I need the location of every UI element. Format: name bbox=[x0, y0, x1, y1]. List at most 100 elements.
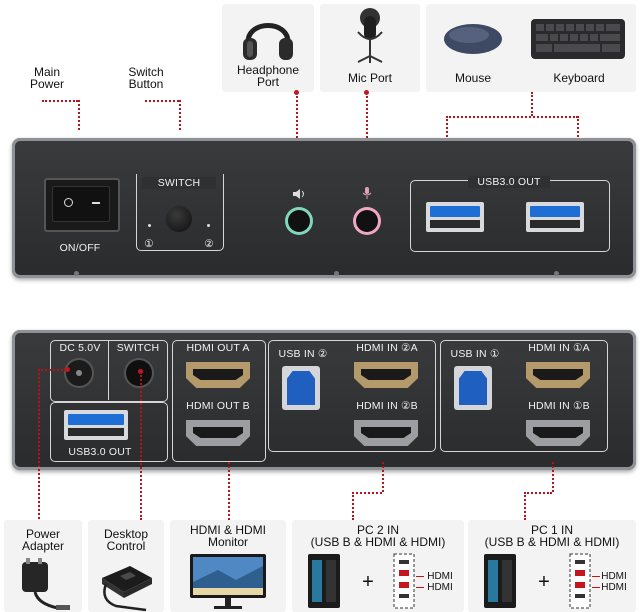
headphone-jack[interactable] bbox=[288, 210, 310, 232]
on-off-label: ON/OFF bbox=[59, 242, 101, 254]
leader-mic bbox=[366, 92, 368, 170]
power-adapter-label: Power Adapter bbox=[21, 527, 65, 553]
headphone-card: Headphone Port bbox=[222, 4, 314, 92]
pc2-frame bbox=[268, 340, 436, 452]
pc1-frame bbox=[440, 340, 608, 452]
power-adapter-card: Power Adapter bbox=[4, 520, 82, 612]
usb-in-2-port[interactable] bbox=[282, 366, 320, 410]
leader-pc2-h bbox=[352, 492, 382, 494]
off-mark bbox=[64, 198, 73, 207]
mic-small-icon bbox=[362, 187, 372, 199]
leader-pc2-v2 bbox=[352, 492, 354, 520]
leader-usb-h bbox=[446, 116, 578, 118]
back-usb-out-label: USB3.0 OUT bbox=[68, 446, 132, 458]
pc2-hdmi-tag-1: HDMI bbox=[427, 571, 453, 582]
dc-jack[interactable] bbox=[66, 360, 92, 386]
leader-dc-h bbox=[38, 369, 66, 371]
back-usb-frame bbox=[50, 402, 168, 462]
power-adapter-icon bbox=[22, 558, 70, 610]
front-usb-port-1[interactable] bbox=[426, 202, 484, 232]
hdmi-in-2a-port[interactable] bbox=[354, 362, 418, 388]
leader-dc-v bbox=[38, 369, 40, 519]
back-usb-port[interactable] bbox=[64, 410, 128, 440]
pc2-mark: ② bbox=[204, 238, 214, 250]
leader-switch-h bbox=[145, 100, 179, 102]
led-pc1 bbox=[148, 224, 151, 227]
headphones-icon bbox=[243, 23, 293, 60]
pc1-in-label: PC 1 IN (USB B & HDMI & HDMI) bbox=[484, 523, 620, 549]
hdmi-out-b-port[interactable] bbox=[186, 420, 250, 446]
led-pc2 bbox=[207, 224, 210, 227]
back-switch-label: SWITCH bbox=[116, 342, 160, 354]
main-power-label: Main Power bbox=[29, 65, 64, 91]
back-panel: DC 5.0V SWITCH USB3.0 OUT HDMI OUT A HDM… bbox=[12, 330, 636, 470]
dc-label: DC 5.0V bbox=[59, 342, 101, 354]
mouse-label: Mouse bbox=[454, 71, 492, 85]
leader-pc1-h bbox=[524, 492, 552, 494]
front-panel: ON/OFF SWITCH ① ② USB3.0 OUT bbox=[12, 138, 636, 278]
hdmi-in-1b-port[interactable] bbox=[526, 420, 590, 446]
pc-tower-icon bbox=[308, 554, 340, 608]
pc2-hdmi-tag-2: HDMI bbox=[427, 582, 453, 593]
monitor-icon bbox=[190, 554, 266, 609]
leader-power-h bbox=[42, 100, 78, 102]
leader-headphone-dot bbox=[294, 90, 299, 95]
front-usb-port-2[interactable] bbox=[526, 202, 584, 232]
screw bbox=[74, 271, 79, 276]
microphone-icon bbox=[357, 8, 383, 63]
screw bbox=[554, 271, 559, 276]
switch-button[interactable] bbox=[166, 206, 192, 232]
leader-pc1-v2 bbox=[524, 492, 526, 520]
leader-headphone bbox=[296, 92, 298, 170]
pc1-card: PC 1 IN (USB B & HDMI & HDMI) + HDMI HDM… bbox=[468, 520, 636, 612]
speaker-icon bbox=[293, 189, 304, 199]
leader-pc2-v bbox=[382, 462, 384, 492]
usb-in-2-label: USB IN ② bbox=[278, 348, 328, 360]
hdmi-in-2b-label: HDMI IN ②B bbox=[356, 400, 418, 412]
screw bbox=[334, 271, 339, 276]
leader-desktop bbox=[140, 372, 142, 520]
keyboard-icon bbox=[531, 19, 625, 59]
hdmi-out-frame bbox=[172, 340, 266, 462]
leader-power-v bbox=[78, 100, 80, 130]
desktop-control-label: Desktop Control bbox=[103, 527, 149, 553]
pc2-card: PC 2 IN (USB B & HDMI & HDMI) + HDMI HDM… bbox=[292, 520, 464, 612]
keyboard-label: Keyboard bbox=[553, 71, 605, 85]
controller-icon bbox=[102, 566, 152, 612]
hdmi-in-1b-label: HDMI IN ①B bbox=[528, 400, 590, 412]
dc-switch-frame bbox=[50, 340, 168, 402]
pc-tower-icon bbox=[484, 554, 516, 608]
usb-in-1-label: USB IN ① bbox=[450, 348, 500, 360]
leader-pc1-v bbox=[552, 462, 554, 492]
power-switch[interactable] bbox=[44, 178, 120, 232]
leader-switch-dot bbox=[138, 369, 143, 374]
leader-switch-v bbox=[179, 100, 181, 130]
pc-rear-io-icon bbox=[393, 553, 415, 609]
mic-port-label: Mic Port bbox=[347, 71, 392, 85]
leader-dc-dot bbox=[65, 367, 70, 372]
pc1-plus: + bbox=[538, 571, 550, 593]
hdmi-out-a-port[interactable] bbox=[186, 362, 250, 388]
leader-hdmi-monitor bbox=[228, 462, 230, 520]
hdmi-in-1a-label: HDMI IN ①A bbox=[528, 342, 590, 354]
leader-usb-top bbox=[531, 92, 533, 116]
mouse-keyboard-card: Mouse Keyboard bbox=[426, 4, 636, 92]
hdmi-out-a-label: HDMI OUT A bbox=[186, 342, 250, 354]
hdmi-in-2b-port[interactable] bbox=[354, 420, 418, 446]
leader-mic-dot bbox=[364, 90, 369, 95]
hdmi-in-1a-port[interactable] bbox=[526, 362, 590, 388]
mouse-icon bbox=[444, 24, 502, 54]
headphone-port-label: Headphone Port bbox=[236, 63, 300, 89]
hdmi-in-2a-label: HDMI IN ②A bbox=[356, 342, 418, 354]
usb-in-1-port[interactable] bbox=[454, 366, 492, 410]
switch-title: SWITCH bbox=[142, 177, 216, 189]
switch-frame bbox=[136, 174, 224, 251]
switch-button-label: Switch Button bbox=[128, 65, 164, 91]
mic-card: Mic Port bbox=[320, 4, 420, 92]
on-mark bbox=[92, 202, 100, 204]
pc1-mark: ① bbox=[144, 238, 154, 250]
desktop-control-card: Desktop Control bbox=[88, 520, 164, 612]
pc-rear-io-icon bbox=[569, 553, 591, 609]
mic-jack[interactable] bbox=[356, 210, 378, 232]
hdmi-monitor-card: HDMI & HDMI Monitor bbox=[170, 520, 286, 612]
